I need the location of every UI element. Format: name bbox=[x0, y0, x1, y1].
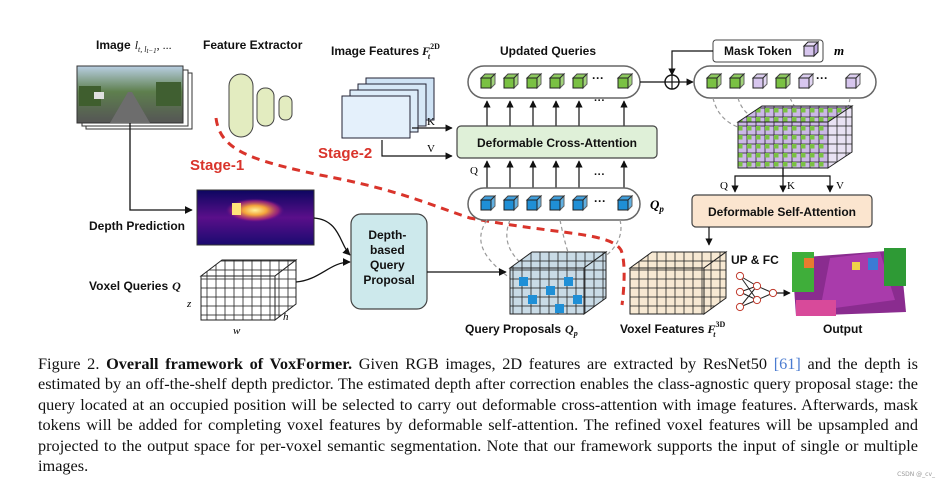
v-label-self: V bbox=[836, 180, 844, 192]
blue-proposal-cube bbox=[525, 194, 543, 212]
axis-h-label: h bbox=[283, 311, 289, 323]
figure-caption: Figure 2. Overall framework of VoxFormer… bbox=[38, 354, 918, 476]
query-proposals-grid bbox=[508, 251, 608, 315]
caption-figure-number: Figure 2. bbox=[38, 354, 100, 373]
mixed-tokens-dots: ··· bbox=[816, 71, 828, 85]
qp-side-label: Qp bbox=[650, 197, 664, 214]
green-query-cube bbox=[479, 72, 497, 90]
updated-query-cubes bbox=[479, 72, 634, 90]
output-label: Output bbox=[823, 322, 862, 336]
depth-based-query-proposal-label: Depth- based Query Proposal bbox=[363, 228, 414, 287]
mask-filled-voxel bbox=[736, 105, 854, 169]
mask-token-cube bbox=[844, 72, 862, 90]
mixed-token-cubes bbox=[705, 72, 862, 90]
blue-proposal-cube bbox=[571, 194, 589, 212]
k-label-cross: K bbox=[427, 116, 435, 128]
green-query-cube bbox=[774, 72, 792, 90]
feature-extractor-network bbox=[228, 73, 293, 138]
stage-2-label: Stage-2 bbox=[318, 145, 372, 162]
output-semantic-scene bbox=[792, 248, 906, 316]
blue-proposal-cube bbox=[548, 194, 566, 212]
image-features-stack bbox=[341, 77, 435, 139]
up-fc-label: UP & FC bbox=[731, 253, 779, 267]
uq-arrow-dots: ··· bbox=[594, 95, 605, 107]
deformable-self-attention-label: Deformable Self-Attention bbox=[708, 205, 856, 219]
updated-queries-dots: ··· bbox=[592, 71, 604, 85]
green-query-cube bbox=[705, 72, 723, 90]
tokens-to-voxel-dashes bbox=[712, 97, 851, 131]
green-query-cube bbox=[525, 72, 543, 90]
voxel-features-grid bbox=[628, 251, 728, 315]
watermark: CSDN @_cv_ bbox=[897, 471, 935, 478]
blue-proposal-cube bbox=[479, 194, 497, 212]
caption-text-2: and the depth is estimated by an off-the… bbox=[38, 354, 919, 476]
green-query-cube bbox=[571, 72, 589, 90]
qp-arrow-dots: ··· bbox=[594, 169, 605, 181]
green-query-cube bbox=[502, 72, 520, 90]
axis-w-label: w bbox=[233, 325, 241, 337]
v-label-cross: V bbox=[427, 143, 435, 155]
deformable-self-attention-box bbox=[691, 194, 873, 228]
axis-z-label: z bbox=[186, 298, 192, 310]
updated-queries-label: Updated Queries bbox=[500, 44, 596, 58]
green-query-cube bbox=[728, 72, 746, 90]
query-proposal-cubes bbox=[479, 194, 634, 212]
caption-text-1: Given RGB images, 2D features are extrac… bbox=[358, 354, 768, 373]
blue-proposal-cube bbox=[616, 194, 634, 212]
deformable-cross-attention-label: Deformable Cross-Attention bbox=[477, 136, 637, 150]
q-label-self: Q bbox=[720, 180, 728, 192]
depth-map bbox=[196, 189, 315, 246]
depth-based-query-proposal-box bbox=[350, 213, 428, 310]
mask-token-label: Mask Token bbox=[724, 44, 792, 58]
k-label-self: K bbox=[787, 180, 795, 192]
green-query-cube bbox=[616, 72, 634, 90]
proposals-to-cross-attn-arrows bbox=[483, 160, 628, 188]
caption-reference-link[interactable]: [61] bbox=[773, 354, 801, 373]
voxel-to-self-attn-arrows bbox=[731, 168, 834, 193]
stage-divider bbox=[214, 117, 626, 306]
mlp-icon bbox=[735, 271, 778, 312]
blue-proposal-cube bbox=[502, 194, 520, 212]
mask-token-cube bbox=[802, 40, 820, 58]
qp-pill-dots: ··· bbox=[594, 194, 606, 208]
cross-attn-to-queries-arrows bbox=[483, 100, 628, 126]
depth-prediction-label: Depth Prediction bbox=[89, 219, 185, 233]
caption-title: Overall framework of VoxFormer. bbox=[106, 354, 353, 373]
mask-token-cube bbox=[797, 72, 815, 90]
feature-extractor-label: Feature Extractor bbox=[203, 38, 303, 52]
deformable-cross-attention-box bbox=[456, 125, 658, 159]
input-images bbox=[76, 65, 193, 130]
voxel-queries-grid bbox=[199, 258, 298, 322]
mask-token-cube bbox=[751, 72, 769, 90]
q-label-cross: Q bbox=[470, 165, 478, 177]
stage-1-label: Stage-1 bbox=[190, 157, 244, 174]
mask-token-math: m bbox=[834, 43, 844, 58]
green-query-cube bbox=[548, 72, 566, 90]
